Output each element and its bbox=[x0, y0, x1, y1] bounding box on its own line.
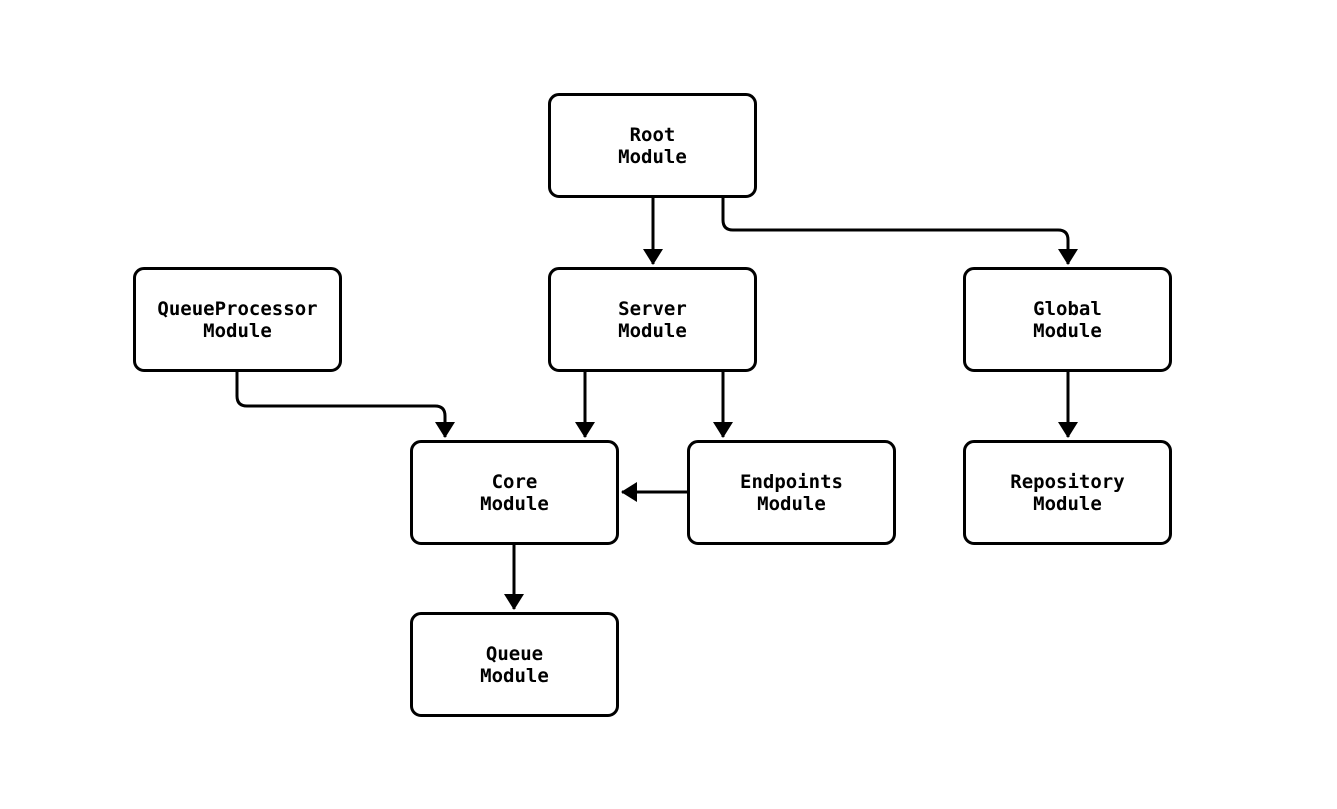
edge-queueprocessor-to-core bbox=[235, 372, 455, 438]
node-server-module-label: Server Module bbox=[618, 297, 687, 342]
node-global-module-label: Global Module bbox=[1033, 297, 1102, 342]
node-endpoints-module: Endpoints Module bbox=[687, 440, 896, 545]
node-server-module: Server Module bbox=[548, 267, 757, 372]
node-repository-module-label: Repository Module bbox=[1010, 470, 1125, 515]
node-repository-module: Repository Module bbox=[963, 440, 1172, 545]
node-queueprocessor-module: QueueProcessor Module bbox=[133, 267, 342, 372]
node-endpoints-module-label: Endpoints Module bbox=[740, 470, 843, 515]
node-queue-module-label: Queue Module bbox=[480, 642, 549, 687]
node-core-module-label: Core Module bbox=[480, 470, 549, 515]
node-queue-module: Queue Module bbox=[410, 612, 619, 717]
edge-root-to-global bbox=[721, 198, 1078, 265]
node-root-module-label: Root Module bbox=[618, 123, 687, 168]
node-global-module: Global Module bbox=[963, 267, 1172, 372]
node-root-module: Root Module bbox=[548, 93, 757, 198]
node-core-module: Core Module bbox=[410, 440, 619, 545]
node-queueprocessor-module-label: QueueProcessor Module bbox=[157, 297, 318, 342]
